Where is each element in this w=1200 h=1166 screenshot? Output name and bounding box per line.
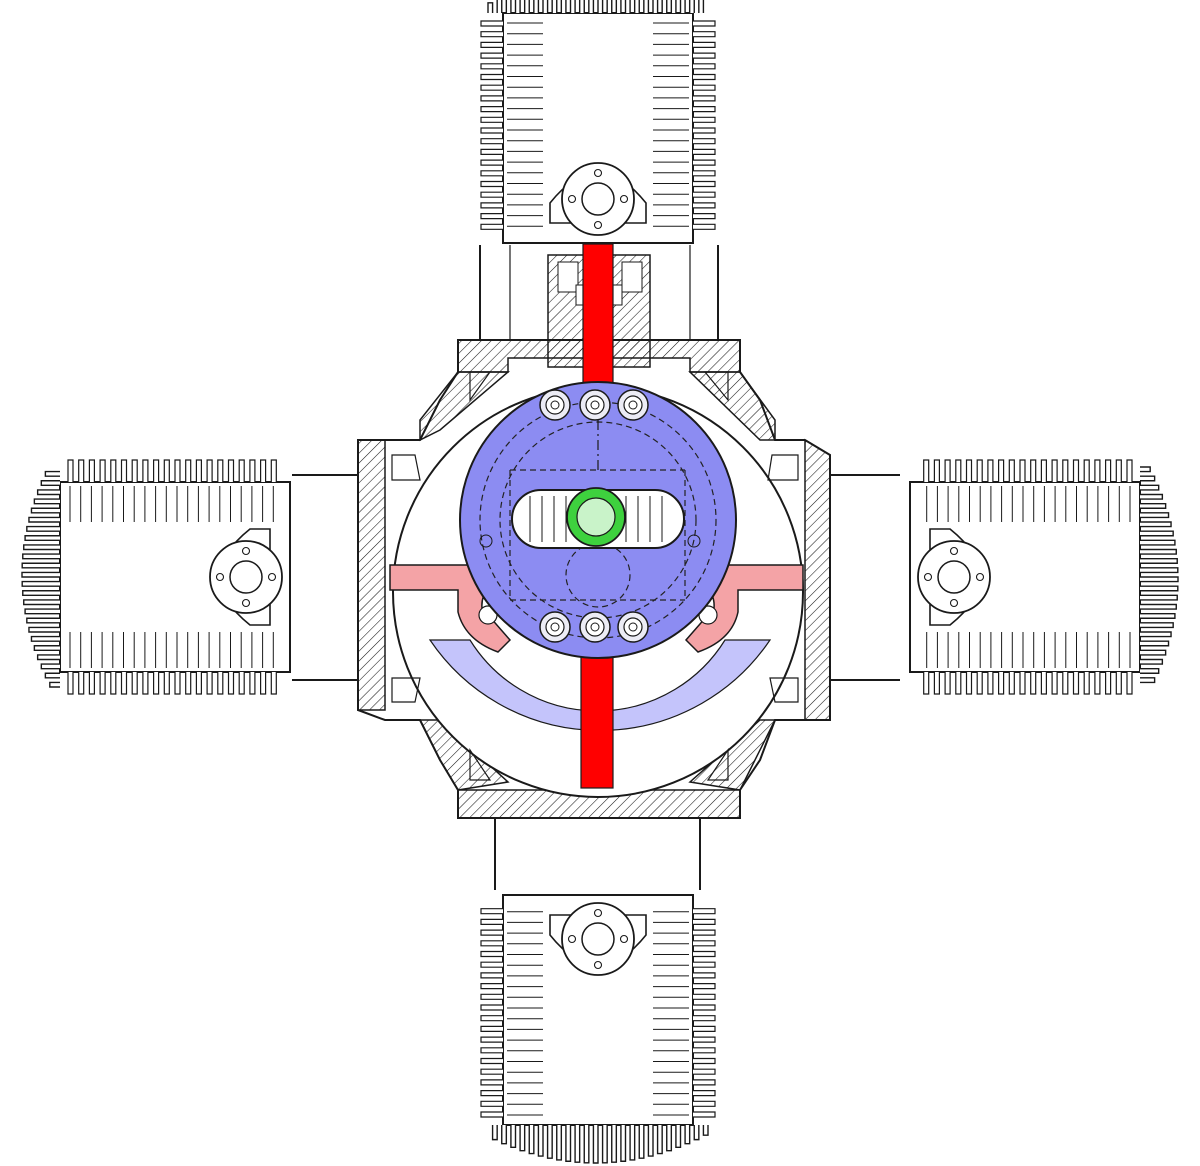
cylinder-bottom (480, 894, 716, 1164)
cylinder-left (21, 459, 291, 695)
bolt (539, 611, 571, 643)
crank-pin (566, 487, 626, 547)
cylinder-right (909, 459, 1179, 695)
bolt-group-top (539, 389, 649, 421)
bolt (617, 389, 649, 421)
connecting-rod-top (582, 243, 614, 390)
bolt (579, 389, 611, 421)
cylinder-top (480, 0, 716, 244)
bolt (579, 611, 611, 643)
connecting-rod-bottom (580, 649, 614, 789)
bolt (617, 611, 649, 643)
bolt-group-bottom (539, 611, 649, 643)
bolt (539, 389, 571, 421)
lower-segment (428, 639, 772, 732)
